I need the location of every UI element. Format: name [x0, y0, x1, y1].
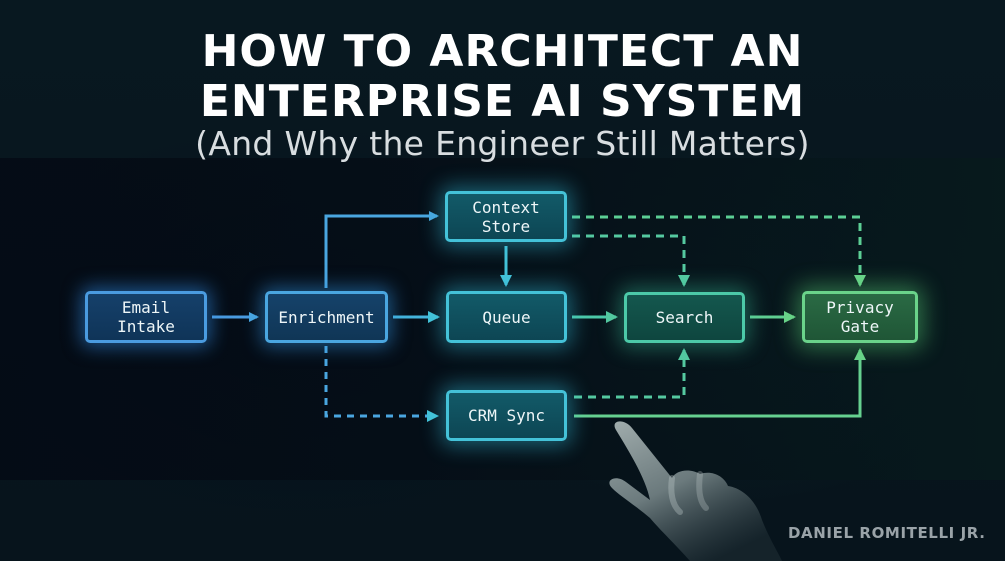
title-line-1: HOW TO ARCHITECT AN — [201, 26, 804, 77]
node-email-intake[interactable]: Email Intake — [85, 291, 207, 343]
edge-crm-search — [574, 348, 690, 399]
node-enrichment[interactable]: Enrichment — [265, 291, 388, 343]
node-context-store[interactable]: Context Store — [445, 191, 567, 242]
node-privacy-gate[interactable]: Privacy Gate — [802, 291, 918, 343]
subtitle: (And Why the Engineer Still Matters) — [195, 124, 810, 163]
edge-context-search — [572, 234, 690, 287]
edge-crm-privacy — [574, 348, 866, 418]
title-line-2: ENTERPRISE AI SYSTEM — [199, 76, 806, 127]
pointing-hand-icon — [609, 421, 782, 561]
edge-context-privacy — [572, 215, 866, 287]
edge-enrichment-crm — [324, 346, 439, 422]
node-queue[interactable]: Queue — [446, 291, 567, 343]
author-credit: DANIEL ROMITELLI JR. — [788, 524, 986, 542]
edge-enrichment-context — [324, 211, 439, 288]
node-crm-sync[interactable]: CRM Sync — [446, 390, 567, 441]
node-search[interactable]: Search — [624, 292, 745, 343]
